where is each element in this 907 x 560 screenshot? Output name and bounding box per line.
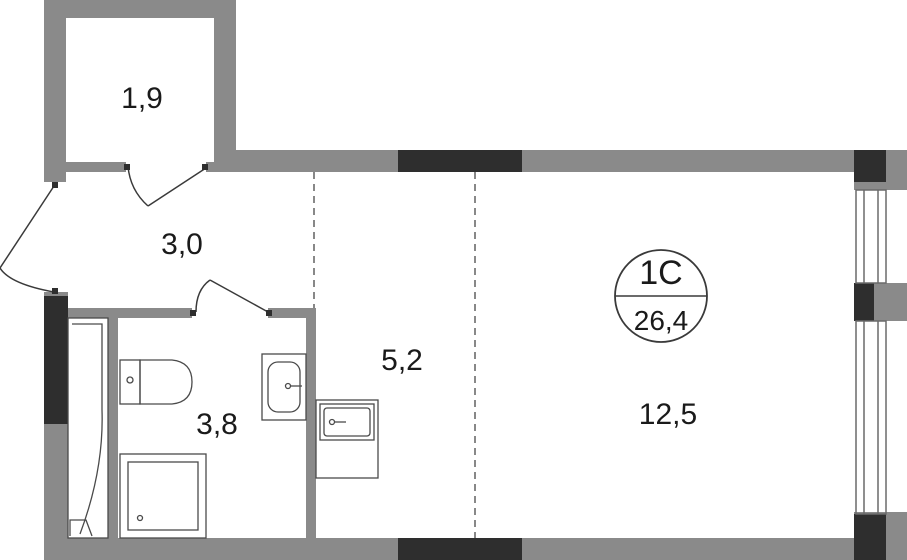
door-jambs — [52, 164, 272, 316]
door-jamb — [124, 164, 130, 170]
window-bottom — [398, 538, 522, 560]
kitchen-counter-icon — [315, 399, 379, 479]
doors — [0, 165, 269, 313]
door-entrance-leaf — [0, 185, 55, 269]
glazing-right — [855, 189, 887, 515]
bathtub-curve — [72, 323, 103, 535]
room-labels: 1,9 3,0 3,8 5,2 12,5 — [121, 82, 697, 441]
kitchen-sink-icon — [319, 403, 375, 441]
wall-storage-top — [44, 0, 236, 18]
bath-sink-basin-icon — [267, 361, 301, 413]
window-top — [398, 150, 522, 172]
door-jamb — [266, 310, 272, 316]
glazing-panel-lower — [855, 320, 887, 515]
wall-bath-inner — [108, 318, 118, 538]
door-bath-leaf — [209, 279, 269, 313]
toilet-bowl-icon — [139, 359, 193, 405]
window-right-mid-cap — [854, 283, 874, 321]
fixtures — [67, 317, 379, 539]
door-jamb — [52, 288, 58, 294]
wall-storage-right — [214, 0, 236, 172]
window-right-bottom-cap — [854, 514, 886, 560]
wall-top-1 — [214, 150, 398, 172]
wall-top-2 — [522, 150, 858, 172]
radiator-icon — [69, 519, 93, 537]
shower-tray-inner-icon — [127, 461, 199, 531]
door-jamb — [52, 182, 58, 188]
shower-tray-icon — [119, 453, 207, 539]
door-bath-swing — [195, 279, 211, 313]
window-left — [44, 296, 68, 424]
kitchen-sink-basin-icon — [323, 407, 371, 437]
wall-storage-left — [44, 0, 66, 182]
door-entrance-swing — [0, 267, 55, 293]
wall-bottom-1 — [44, 538, 398, 560]
zone-dividers — [313, 172, 476, 538]
room-area-bathroom: 3,8 — [196, 408, 238, 441]
wall-storage-bottom-right — [206, 162, 216, 172]
room-area-hallway: 3,0 — [161, 228, 203, 261]
toilet-tank-icon — [119, 359, 141, 405]
wall-bath-right — [306, 308, 316, 540]
door-jamb — [190, 310, 196, 316]
shower-drain-icon — [136, 514, 144, 522]
toilet-button-icon — [126, 376, 134, 384]
window-right-top-cap — [854, 150, 886, 182]
bath-sink-drain-icon — [284, 382, 292, 390]
total-area: 26,4 — [634, 305, 689, 336]
wall-bath-top-2 — [268, 308, 314, 318]
room-area-kitchen: 5,2 — [381, 344, 423, 377]
bathtub-icon — [67, 317, 109, 539]
apartment-type: 1С — [639, 254, 682, 292]
room-area-storage: 1,9 — [121, 82, 163, 115]
door-storage-leaf — [147, 167, 207, 207]
door-jamb — [202, 164, 208, 170]
wall-bottom-2 — [522, 538, 858, 560]
windows — [44, 150, 886, 560]
bath-sink-icon — [261, 353, 307, 421]
wall-bath-top-1 — [66, 308, 192, 318]
kitchen-sink-drain-icon — [328, 418, 336, 426]
apartment-badge: 1С 26,4 — [614, 249, 708, 343]
glazing-panel-upper — [855, 189, 887, 284]
door-storage-swing — [127, 165, 149, 207]
room-area-living: 12,5 — [639, 398, 697, 431]
wall-storage-bottom-left — [66, 162, 126, 172]
